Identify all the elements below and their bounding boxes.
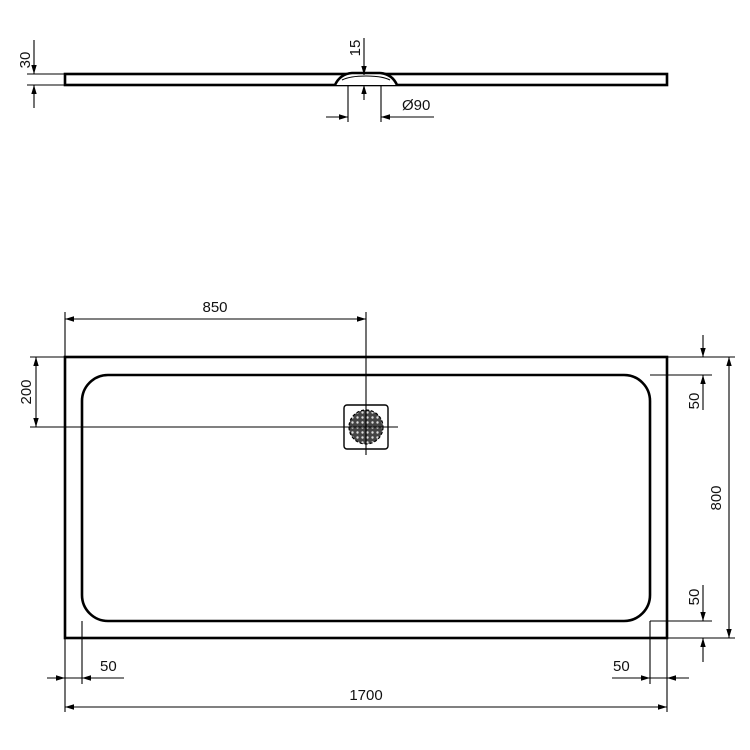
dimension-overall-length: 1700: [65, 687, 667, 710]
dimension-tray-height: 30: [17, 40, 65, 108]
dim-label-50-left: 50: [100, 658, 117, 675]
dimension-rim-bottom: 50: [686, 585, 706, 662]
dimension-waste-diameter: Ø90: [326, 85, 434, 122]
dim-label-15: 15: [347, 40, 364, 57]
side-view: 30 15 Ø90: [17, 38, 669, 122]
dim-label-50-right: 50: [613, 658, 630, 675]
dimension-rim-top: 50: [686, 335, 706, 410]
dimension-waste-depth: 15: [347, 38, 367, 100]
dimension-drain-offset-x: 850: [64, 299, 367, 455]
dimension-rim-left: 50: [47, 658, 124, 681]
dim-label-50-bottom: 50: [686, 589, 703, 606]
dimension-overall-width: 800: [708, 357, 732, 638]
dim-label-800: 800: [708, 485, 725, 510]
dimension-rim-right: 50: [612, 658, 689, 681]
dim-label-30: 30: [17, 52, 34, 69]
dim-label-1700: 1700: [349, 687, 382, 704]
dimension-drain-offset-y: 200: [18, 356, 398, 428]
dim-label-200: 200: [18, 379, 35, 404]
plan-view: 850 200 50 50: [18, 299, 735, 712]
dim-label-50-top: 50: [686, 393, 703, 410]
dim-label-850: 850: [202, 299, 227, 316]
dim-label-diameter-90: Ø90: [402, 97, 430, 114]
